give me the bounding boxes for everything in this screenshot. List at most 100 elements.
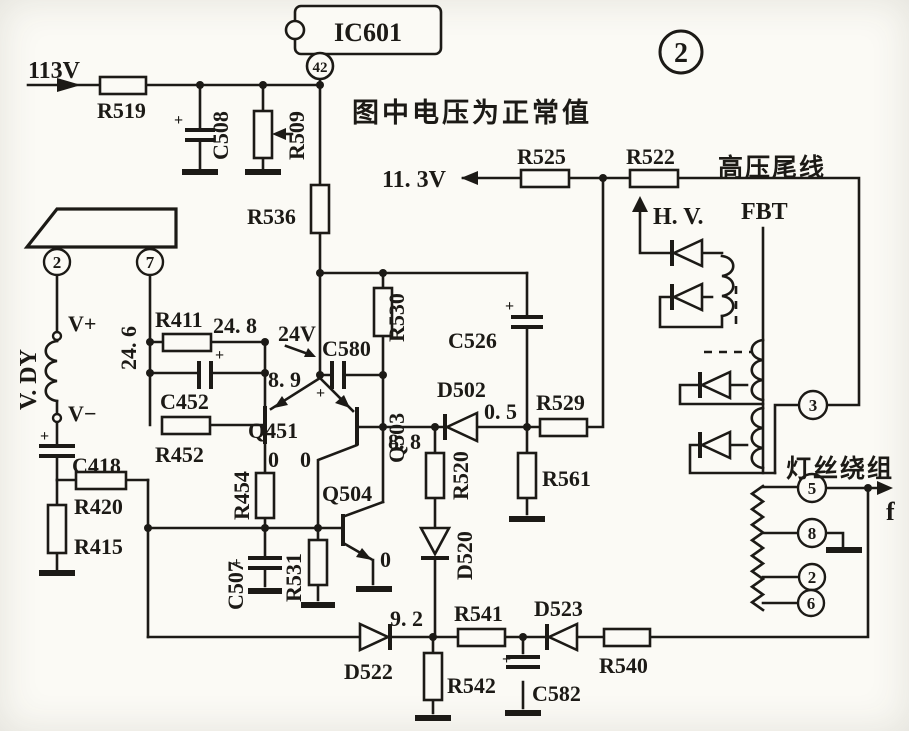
fbt-winding-lower	[750, 406, 765, 470]
yoke-pin-7-circle	[135, 247, 165, 277]
fbt-winding-upper	[750, 338, 765, 402]
resistor-R509-variable	[245, 109, 294, 175]
diode-D502	[443, 410, 479, 444]
fbt-pin-8-circle	[796, 517, 828, 549]
label-C580: C580	[322, 336, 371, 361]
label-Q503: Q503	[384, 413, 409, 463]
net-0-q451: 0	[268, 447, 279, 472]
capacitor-C508	[182, 128, 218, 175]
label-D522: D522	[344, 659, 393, 684]
fbt-pin-6-circle	[796, 588, 826, 618]
page-marker-circle	[658, 29, 704, 75]
label-vplus: V+	[68, 311, 96, 336]
label-C526: C526	[448, 328, 497, 353]
label-D523: D523	[534, 596, 583, 621]
label-VDY: V. DY	[16, 349, 42, 410]
net-24-8: 24. 8	[213, 313, 257, 338]
q503-base-bar	[355, 407, 359, 445]
yoke-pin-2-circle	[42, 247, 72, 277]
fbt-diode-3	[698, 369, 732, 401]
fbt-dashed-bracket	[704, 286, 752, 354]
resistor-R530	[372, 286, 394, 338]
label-Q504: Q504	[322, 481, 372, 506]
diode-D523	[545, 621, 579, 653]
transistor-Q451	[263, 376, 322, 444]
q503-emitter-arrow	[335, 395, 350, 408]
net-8-9: 8. 9	[268, 367, 301, 392]
diode-D522	[358, 621, 392, 653]
filament-winding-coil	[749, 484, 766, 612]
plus-C508: +	[174, 112, 183, 129]
vplus-terminal	[51, 330, 63, 342]
net-9-2: 9. 2	[390, 606, 423, 631]
plus-C580: +	[316, 385, 325, 402]
resistor-R411	[161, 332, 213, 353]
resistor-R454	[254, 471, 276, 520]
q504-base-bar	[341, 514, 345, 546]
label-R531: R531	[281, 553, 306, 602]
label-R509: R509	[284, 111, 309, 160]
ground-R509	[245, 169, 281, 175]
label-vminus: V−	[68, 401, 96, 426]
label-FBT: FBT	[741, 199, 788, 225]
label-R411: R411	[155, 307, 203, 332]
resistor-R522	[628, 168, 680, 189]
label-D520: D520	[452, 531, 477, 580]
label-IC601: IC601	[334, 18, 402, 47]
resistor-R541	[456, 627, 507, 648]
label-R541: R541	[454, 601, 503, 626]
v24-arrow	[304, 348, 316, 357]
vminus-terminal	[51, 412, 63, 424]
net-11-3v: 11. 3V	[382, 167, 447, 193]
resistor-R415	[39, 503, 75, 576]
capacitor-C452	[197, 361, 213, 389]
label-R530: R530	[384, 293, 409, 342]
yoke-coil	[44, 339, 59, 403]
resistor-R531	[301, 538, 335, 608]
yoke-pin-7: 7	[146, 253, 155, 272]
fbt-pin-3: 3	[809, 396, 818, 415]
label-R536: R536	[247, 204, 296, 229]
resistor-R540	[602, 627, 652, 648]
fbt-hv-coil	[720, 254, 735, 318]
label-HV: H. V.	[653, 204, 703, 230]
label-R529: R529	[536, 390, 585, 415]
q451-base-bar	[263, 406, 267, 444]
ground-C507	[248, 588, 282, 594]
yoke-pin-2: 2	[53, 253, 62, 272]
label-pin42: 42	[313, 60, 328, 76]
resistor-R536	[309, 183, 331, 235]
label-Q451: Q451	[248, 418, 298, 443]
plus-C507: +	[232, 555, 241, 572]
resistor-R452	[160, 415, 212, 436]
ground-C508	[182, 169, 218, 175]
fbt-flyback-transformer	[632, 196, 893, 618]
net-113v: 113V	[28, 58, 81, 84]
label-hv-tail-line: 高压尾线	[718, 153, 826, 182]
ground-pin8	[826, 547, 862, 553]
fbt-diode-1	[670, 237, 704, 269]
label-f: f	[886, 497, 895, 526]
f-arrow	[877, 481, 893, 495]
label-filament-winding: 灯丝绕组	[786, 454, 894, 483]
label-R520: R520	[448, 451, 473, 500]
label-C452: C452	[160, 389, 209, 414]
ground-R531	[301, 602, 335, 608]
fbt-pin-2: 2	[808, 568, 817, 587]
net-0-q503: 0	[300, 447, 311, 472]
resistor-R519	[98, 75, 148, 96]
capacitor-C526	[511, 315, 543, 329]
q451-emitter-arrow	[274, 396, 288, 408]
label-R561: R561	[542, 466, 591, 491]
label-R454: R454	[229, 471, 254, 520]
label-C418: C418	[72, 453, 121, 478]
page-marker: 2	[674, 38, 688, 69]
v1130-arrow	[461, 171, 478, 185]
plus-C526: +	[505, 298, 514, 315]
net-24v: 24V	[278, 321, 316, 346]
hv-arrow	[632, 196, 648, 212]
v113-arrow	[57, 78, 81, 92]
ground-C582	[505, 710, 541, 716]
resistor-R420	[74, 470, 128, 491]
